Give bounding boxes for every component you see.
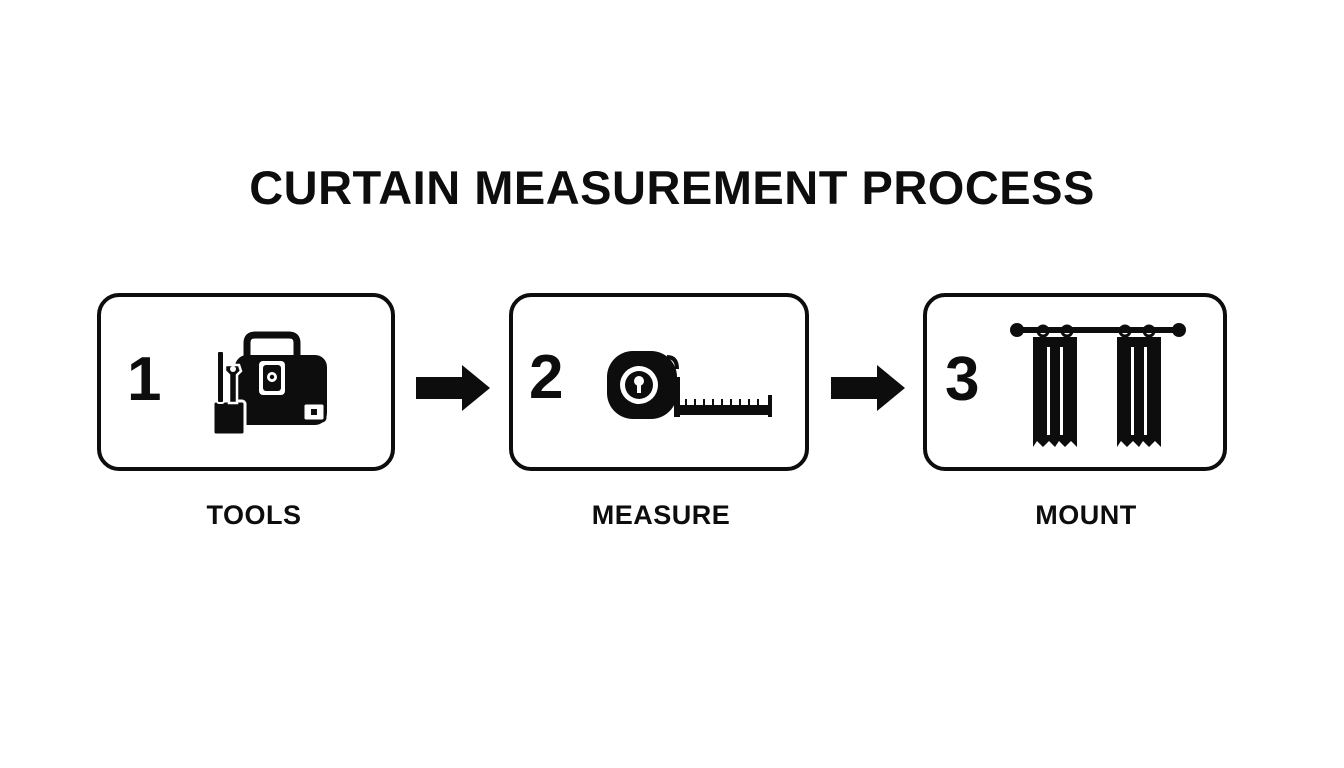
step-1-box: 1: [97, 293, 395, 471]
diagram-title: CURTAIN MEASUREMENT PROCESS: [249, 161, 1095, 214]
step-3-label: MOUNT: [1035, 500, 1137, 530]
step-3-number: 3: [945, 345, 980, 414]
arrow-right-icon: [416, 365, 490, 411]
arrow-right-icon: [831, 365, 905, 411]
step-2-label: MEASURE: [591, 500, 731, 530]
step-2-box: 2: [509, 293, 809, 471]
curtain-rod-icon: [1010, 323, 1186, 447]
step-1-label: TOOLS: [206, 500, 302, 530]
step-3-box: 3: [923, 293, 1227, 471]
step-2-number: 2: [529, 343, 564, 412]
step-1-number: 1: [127, 345, 162, 414]
toolbox-icon: [211, 331, 327, 437]
tape-measure-icon: [607, 351, 772, 419]
